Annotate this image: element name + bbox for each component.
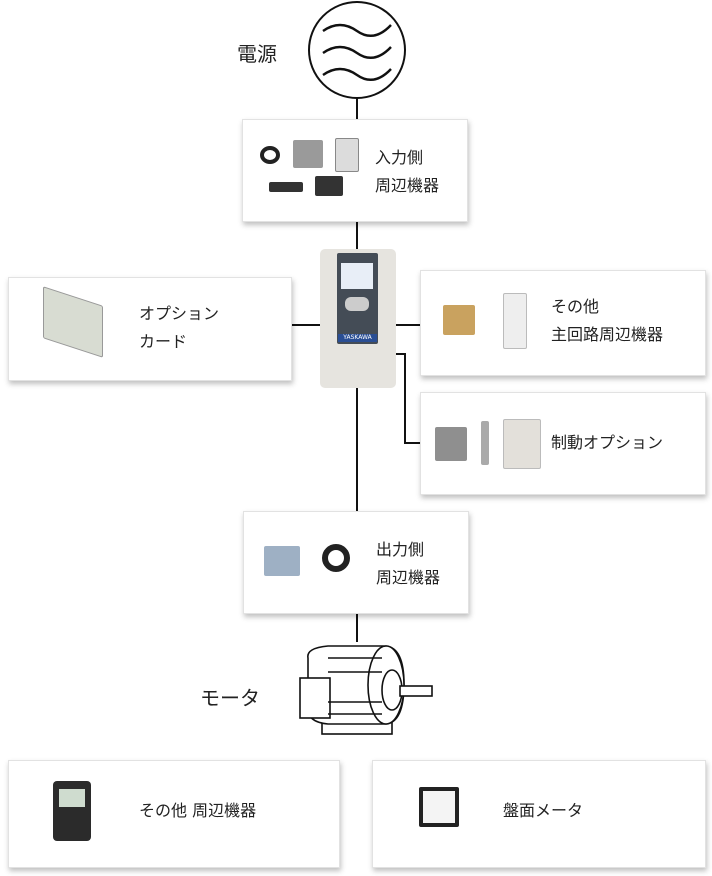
braking-option-label: 制動オプション xyxy=(551,433,664,452)
output-filter-image xyxy=(264,546,300,576)
drive-front-panel: YASKAWA xyxy=(337,253,378,344)
connector-line xyxy=(356,220,358,250)
operator-keypad-image xyxy=(53,781,91,841)
connector-line xyxy=(290,324,322,326)
keypad-screen xyxy=(59,789,85,807)
noise-filter-image xyxy=(269,182,303,192)
other-peripherals-box[interactable]: その他 周辺機器 xyxy=(8,760,340,868)
ct-ring-icon xyxy=(260,146,280,164)
drive-lcd-screen xyxy=(341,263,373,289)
breaker-image xyxy=(335,138,359,172)
braking-unit-image xyxy=(435,427,467,461)
output-peripherals-box[interactable]: 出力側 周辺機器 xyxy=(243,511,469,614)
option-card-image xyxy=(43,286,103,358)
panel-meter-box[interactable]: 盤面メータ xyxy=(372,760,706,868)
output-peripherals-label-1: 出力側 xyxy=(376,540,425,559)
option-card-label-1: オプション xyxy=(139,304,220,323)
braking-option-box[interactable]: 制動オプション xyxy=(420,392,706,495)
connector-line xyxy=(356,388,358,511)
connector-line xyxy=(394,324,420,326)
drive-brand: YASKAWA xyxy=(338,334,377,342)
input-peripherals-box[interactable]: 入力側 周辺機器 xyxy=(242,119,468,222)
other-peripherals-label: その他 周辺機器 xyxy=(139,801,257,820)
power-label: 電源 xyxy=(237,42,277,66)
other-main-circuit-label-1: その他 xyxy=(551,297,600,316)
resistor-unit-image xyxy=(503,419,541,469)
fuse-image xyxy=(315,176,343,196)
option-card-label-2: カード xyxy=(139,332,188,351)
motor-label: モータ xyxy=(200,686,260,710)
dc-reactor-image xyxy=(443,305,475,335)
connector-line xyxy=(404,353,406,444)
connector-line xyxy=(356,612,358,642)
output-ct-ring-icon xyxy=(322,544,350,572)
other-main-circuit-label-2: 主回路周辺機器 xyxy=(551,325,664,344)
input-peripherals-label-2: 周辺機器 xyxy=(375,176,440,195)
drive-keypad xyxy=(345,297,369,311)
connector-line xyxy=(394,353,405,355)
connector-line xyxy=(404,442,420,444)
connector-line xyxy=(356,98,358,119)
panel-meter-label: 盤面メータ xyxy=(503,801,584,820)
braking-resistor-image xyxy=(481,421,489,465)
reactor-image xyxy=(293,140,323,168)
option-card-box[interactable]: オプション カード xyxy=(8,277,292,381)
motor-icon xyxy=(299,645,433,735)
ac-power-icon xyxy=(308,1,406,99)
input-peripherals-label-1: 入力側 xyxy=(375,148,424,167)
output-peripherals-label-2: 周辺機器 xyxy=(376,568,441,587)
inverter-drive[interactable]: YASKAWA xyxy=(320,249,396,388)
panel-meter-image xyxy=(419,787,459,827)
filter-unit-image xyxy=(503,293,527,349)
other-main-circuit-box[interactable]: その他 主回路周辺機器 xyxy=(420,270,706,376)
